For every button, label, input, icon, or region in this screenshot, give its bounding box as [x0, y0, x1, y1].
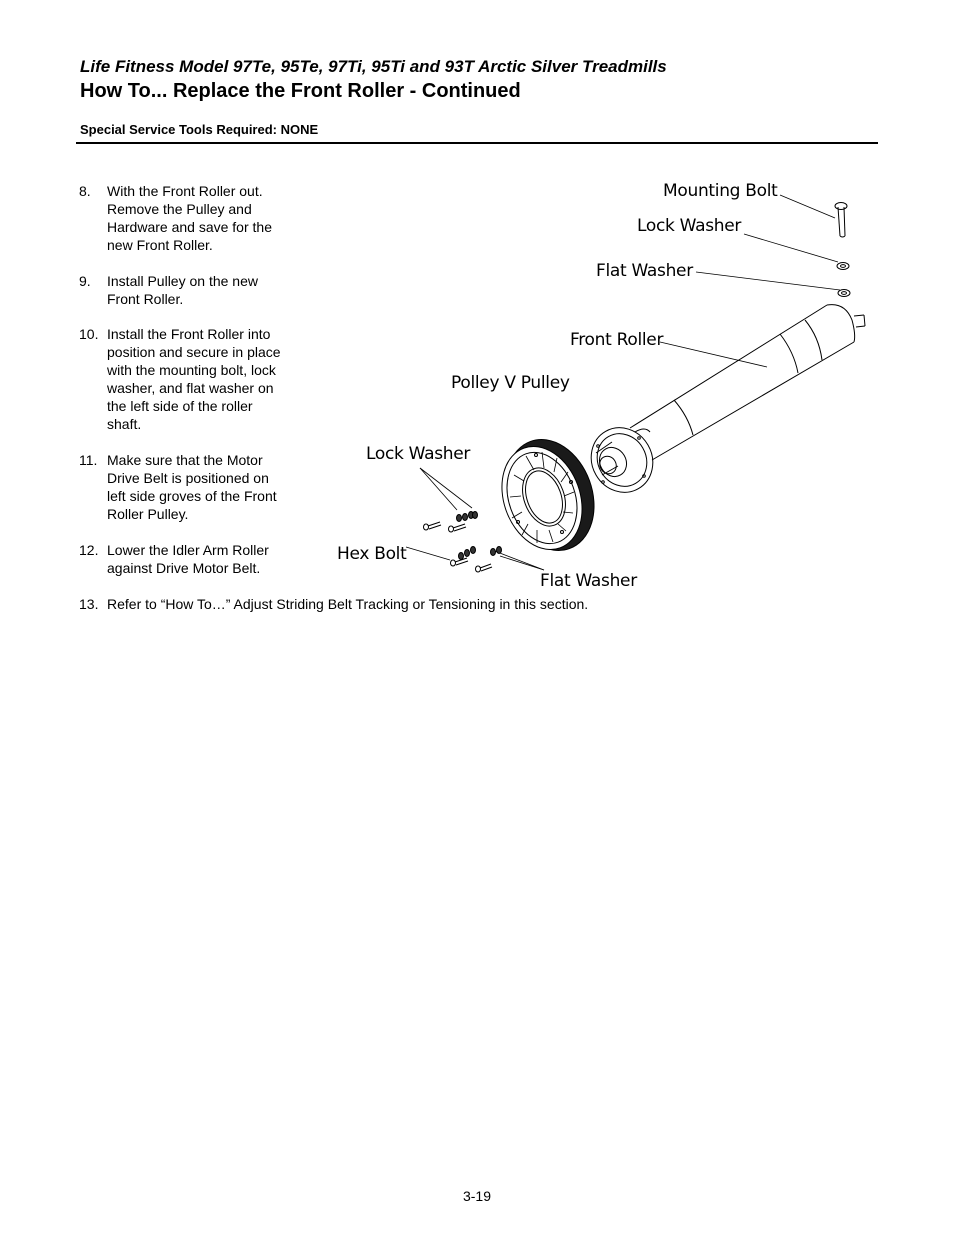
front-roller-exploded-diagram: Mounting Bolt Lock Washer Flat Washer Fr…	[330, 170, 890, 600]
label-lock-washer-top: Lock Washer	[637, 216, 742, 236]
header-rule	[76, 142, 878, 144]
step-line: Roller Pulley.	[107, 506, 189, 522]
step-line: Lower the Idler Arm Roller	[107, 542, 269, 558]
step-line: Remove the Pulley and	[107, 201, 252, 217]
label-mounting-bolt: Mounting Bolt	[663, 181, 778, 201]
label-front-roller: Front Roller	[570, 330, 664, 350]
step-line: Make sure that the Motor	[107, 452, 263, 468]
roller-flange-part	[590, 427, 654, 493]
left-hardware-part	[423, 511, 502, 573]
step-line: left side groves of the Front	[107, 488, 277, 504]
step-line: Front Roller.	[107, 291, 184, 307]
step-line: new Front Roller.	[107, 237, 213, 253]
step-line: with the mounting bolt, lock	[107, 362, 276, 378]
step-line: shaft.	[107, 416, 142, 432]
label-hex-bolt: Hex Bolt	[337, 544, 407, 564]
diagram-drawing	[405, 194, 866, 573]
step-line: Install the Front Roller into	[107, 326, 271, 342]
step-number: 10.	[79, 326, 99, 342]
flat-washer-top-part	[837, 289, 851, 297]
step-line: against Drive Motor Belt.	[107, 560, 261, 576]
step-number: 12.	[79, 542, 99, 558]
step-line: Hardware and save for the	[107, 219, 272, 235]
label-polley-v-pulley: Polley V Pulley	[451, 373, 570, 393]
leader-lines	[405, 194, 841, 571]
tools-required: Special Service Tools Required: NONE	[80, 122, 319, 137]
v-pulley-part	[501, 439, 595, 551]
step-line: position and secure in place	[107, 344, 281, 360]
lock-washer-top-part	[836, 262, 850, 270]
step-number: 9.	[79, 273, 91, 289]
label-lock-washer-left: Lock Washer	[366, 444, 471, 464]
step-line: the left side of the roller	[107, 398, 253, 414]
step-line: Refer to “How To…” Adjust Striding Belt …	[107, 596, 589, 612]
step-line: Drive Belt is positioned on	[107, 470, 269, 486]
step-number: 8.	[79, 183, 91, 199]
step-line: With the Front Roller out.	[107, 183, 263, 199]
section-title: How To... Replace the Front Roller - Con…	[80, 80, 521, 102]
step-number: 13.	[79, 596, 99, 612]
label-flat-washer-top: Flat Washer	[596, 261, 693, 281]
front-roller-part	[629, 304, 866, 461]
model-title: Life Fitness Model 97Te, 95Te, 97Ti, 95T…	[80, 57, 667, 76]
label-flat-washer-bottom: Flat Washer	[540, 571, 637, 591]
step-line: Install Pulley on the new	[107, 273, 258, 289]
step-number: 11.	[79, 452, 98, 468]
step-line: washer, and flat washer on	[107, 380, 274, 396]
page-number: 3-19	[462, 1188, 492, 1204]
mounting-bolt-part	[834, 202, 848, 238]
